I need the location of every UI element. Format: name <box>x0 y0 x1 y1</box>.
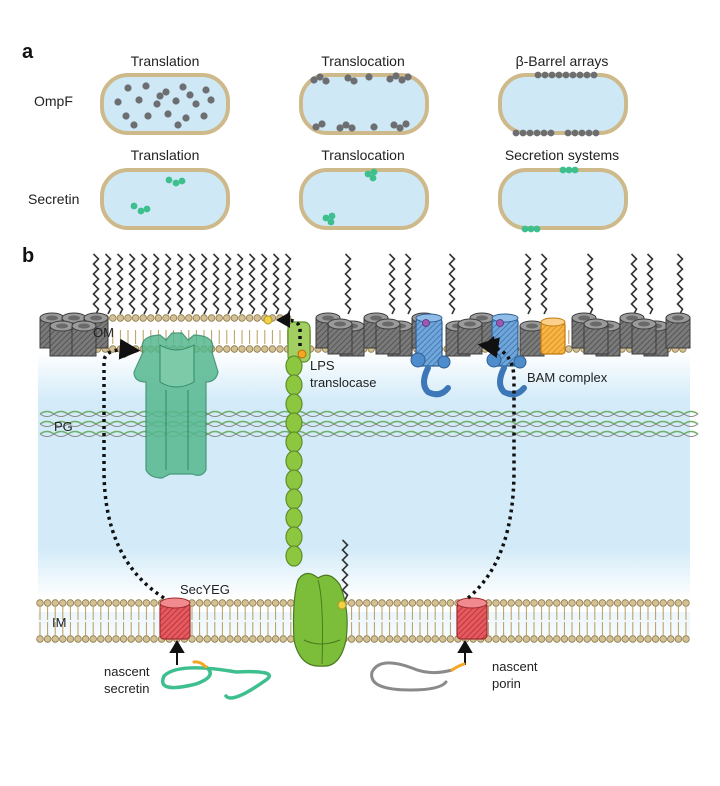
arrowhead-bam <box>482 336 496 352</box>
secretin-title-translation: Translation <box>131 147 200 163</box>
om-label: OM <box>93 325 114 340</box>
nascent-porin-signal <box>450 662 466 672</box>
nascent-porin-chain <box>370 661 454 692</box>
secretin-path <box>102 338 165 600</box>
secretin-cell-secretion-systems <box>498 166 628 233</box>
transport-paths <box>102 318 516 600</box>
nascent-secretin-signal <box>192 660 208 669</box>
secyeg-left <box>159 597 191 640</box>
pg-label: PG <box>54 419 73 434</box>
bam-complex-left <box>410 313 451 398</box>
bam-complex-label: BAM complex <box>527 370 608 385</box>
lps-chains <box>92 253 684 601</box>
nascent-secretin-chain <box>161 665 272 700</box>
porin-path <box>466 337 516 600</box>
inserted-porin-barrel <box>540 317 566 355</box>
arrowhead-om-secretin <box>124 342 138 358</box>
secyeg-right <box>456 597 488 640</box>
lps-translocase-label-2: translocase <box>310 375 376 390</box>
nascent-porin-label-1: nascent <box>492 659 538 674</box>
ompf-cell-translation <box>100 73 230 135</box>
entry-arrows <box>169 640 473 665</box>
row-label-ompf: OmpF <box>34 93 73 109</box>
lps-translocase-label-1: LPS <box>310 358 335 373</box>
panel-b-label: b <box>22 245 34 267</box>
lps-translocase <box>263 315 348 667</box>
arrow-heads <box>124 312 496 358</box>
nascent-secretin-label-2: secretin <box>104 681 150 696</box>
secretin-title-secretion-systems: Secretion systems <box>505 147 619 163</box>
cytoplasm-shading <box>38 612 690 652</box>
im-label: IM <box>52 615 66 630</box>
nascent-porin-label-2: porin <box>492 676 521 691</box>
ompf-title-barrel-arrays: β-Barrel arrays <box>516 53 609 69</box>
secyeg-label: SecYEG <box>180 582 230 597</box>
ompf-cell-translocation <box>299 72 429 135</box>
ompf-cell-barrel-arrays <box>498 71 628 137</box>
nascent-secretin-label-1: nascent <box>104 664 150 679</box>
secretin-cell-translation <box>100 168 230 230</box>
ompf-title-translocation: Translocation <box>321 53 405 69</box>
row-label-secretin: Secretin <box>28 191 79 207</box>
panel-a-label: a <box>22 41 34 63</box>
arrowhead-lps <box>276 312 290 328</box>
ompf-title-translation: Translation <box>131 53 200 69</box>
secretin-cell-translocation <box>299 168 429 230</box>
secretin-complex <box>133 332 219 479</box>
lps-path <box>285 318 302 346</box>
secretin-title-translocation: Translocation <box>321 147 405 163</box>
